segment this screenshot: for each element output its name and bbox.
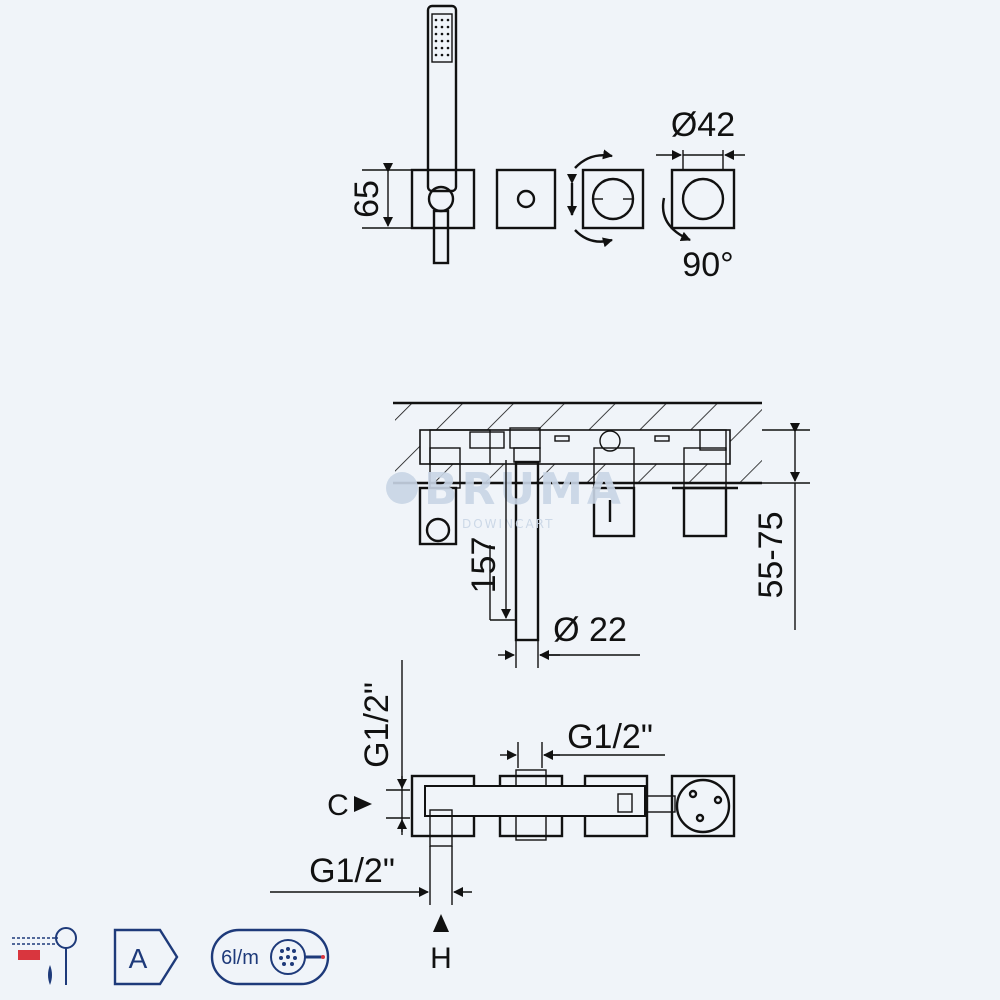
flow-rate-badge: 6l/m [210, 928, 330, 986]
height-dimension: 65 [348, 163, 412, 229]
hot-label: H [430, 942, 452, 975]
watermark-tagline: DOWINCART [462, 517, 554, 531]
rotation-label: 90° [682, 246, 733, 284]
flow-rate-label: 6l/m [221, 947, 259, 969]
energy-class-label: A [129, 943, 148, 974]
mixer-handle [567, 149, 645, 248]
wall-mount-icon [12, 927, 77, 985]
diameter-label: Ø42 [671, 106, 735, 144]
diverter-plate [495, 168, 557, 230]
plan-view: G1/2" C G1/2" G1/2" [270, 660, 736, 975]
handshower-icon [410, 4, 476, 265]
shower-head-icon [279, 947, 297, 966]
brand-watermark: BRUMA DOWINCART [386, 464, 625, 531]
spout-length-label: 157 [465, 537, 503, 594]
cold-label: C [327, 789, 349, 822]
watermark-brand: BRUMA [424, 464, 625, 515]
front-view: 65 Ø42 90° [348, 4, 745, 284]
badges: A 6l/m [12, 927, 330, 986]
energy-class-badge: A [113, 928, 179, 986]
inlet-bottom-label: G1/2" [309, 852, 395, 890]
spout-diameter-label: Ø 22 [553, 611, 627, 649]
wall-depth-label: 55-75 [752, 512, 790, 599]
knob-plate: Ø42 90° [656, 106, 745, 284]
spout [514, 460, 540, 642]
height-label: 65 [348, 180, 386, 218]
inlet-top-label: G1/2" [567, 718, 653, 756]
side-view: BRUMA DOWINCART 157 Ø 22 55-75 [386, 401, 810, 668]
inlet-vertical-label: G1/2" [358, 682, 396, 768]
